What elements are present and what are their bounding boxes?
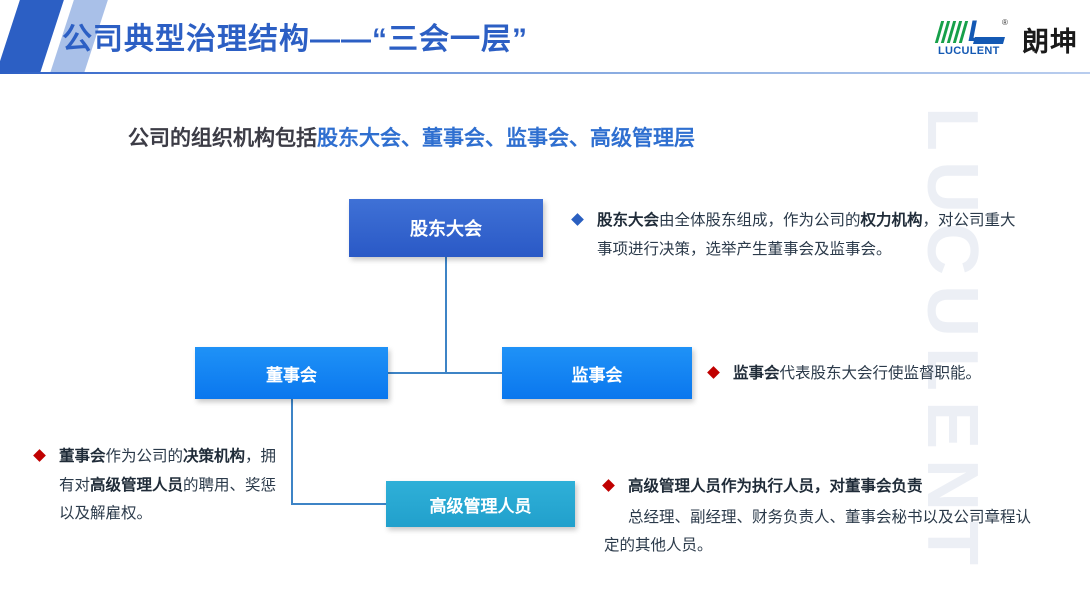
node-shareholders-meeting[interactable]: 股东大会 <box>349 199 543 257</box>
bullet-shareholders-seg4: ，对公司重大事项进行决策，选举产生董事会及监事会。 <box>597 212 1016 258</box>
bullet-management: 高级管理人员作为执行人员，对董事会负责 总经理、副经理、财务负责人、董事会秘书以… <box>602 473 1034 561</box>
subtitle-highlight: 股东大会、董事会、监事会、高级管理层 <box>317 127 695 150</box>
slide-header: 公司典型治理结构——“三会一层” <box>0 0 1090 74</box>
logo-mark-icon: L ® LUCULENT <box>934 17 1016 59</box>
connector-board-to-management-horizontal <box>291 503 387 505</box>
bullet-board-seg2: 作为公司的 <box>105 448 184 465</box>
bullet-supervisors-text: 监事会代表股东大会行使监督职能。 <box>709 360 1039 389</box>
bullet-board-seg3: 决策机构 <box>183 448 246 465</box>
bullet-shareholders-seg2: 由全体股东组成，作为公司的 <box>659 212 861 229</box>
bullet-management-headline: 高级管理人员作为执行人员，对董事会负责 <box>628 478 923 495</box>
node-senior-management[interactable]: 高级管理人员 <box>386 481 575 527</box>
bullet-shareholders: 股东大会由全体股东组成，作为公司的权力机构，对公司重大事项进行决策，选举产生董事… <box>571 207 1025 264</box>
page-title: 公司典型治理结构——“三会一层” <box>62 23 528 56</box>
bullet-shareholders-text: 股东大会由全体股东组成，作为公司的权力机构，对公司重大事项进行决策，选举产生董事… <box>573 207 1025 264</box>
logo-bar-icon <box>972 37 1006 44</box>
bullet-board-seg5: 高级管理人员 <box>90 476 184 494</box>
node-board-of-directors[interactable]: 董事会 <box>195 347 388 399</box>
logo-chinese-name: 朗坤 <box>1022 26 1078 57</box>
logo-wordmark: LUCULENT <box>938 45 1000 57</box>
connector-board-to-supervisors-horizontal <box>388 372 502 374</box>
bullet-supervisors: 监事会代表股东大会行使监督职能。 <box>707 360 1039 389</box>
bullet-board-text: 董事会作为公司的决策机构，拥有对高级管理人员的聘用、奖惩以及解雇权。 <box>35 443 280 529</box>
bullet-board-seg6: 的聘用、奖惩以及解雇权。 <box>59 476 277 523</box>
bullet-shareholders-seg1: 股东大会 <box>597 212 660 229</box>
bullet-supervisors-seg2: 代表股东大会行使监督职能。 <box>779 365 982 382</box>
section-subtitle: 公司的组织机构包括股东大会、董事会、监事会、高级管理层 <box>128 122 695 152</box>
bullet-board-seg1: 董事会 <box>59 448 106 465</box>
logo-stripes-icon <box>934 21 972 43</box>
company-logo: L ® LUCULENT 朗坤 <box>934 17 1078 61</box>
node-board-of-supervisors[interactable]: 监事会 <box>502 347 692 399</box>
registered-mark-icon: ® <box>1002 18 1008 27</box>
bullet-board: 董事会作为公司的决策机构，拥有对高级管理人员的聘用、奖惩以及解雇权。 <box>33 443 280 529</box>
bullet-shareholders-seg3: 权力机构 <box>860 212 923 229</box>
bullet-supervisors-seg1: 监事会 <box>733 365 780 382</box>
connector-board-down-vertical <box>291 399 293 504</box>
bullet-management-body: 总经理、副经理、财务负责人、董事会秘书以及公司章程认定的其他人员。 <box>604 508 1032 555</box>
connector-shareholders-to-row2-vertical <box>445 257 447 374</box>
header-divider <box>0 72 1090 74</box>
bullet-board-seg4: ，拥有对 <box>59 448 277 494</box>
subtitle-lead: 公司的组织机构包括 <box>128 127 317 150</box>
